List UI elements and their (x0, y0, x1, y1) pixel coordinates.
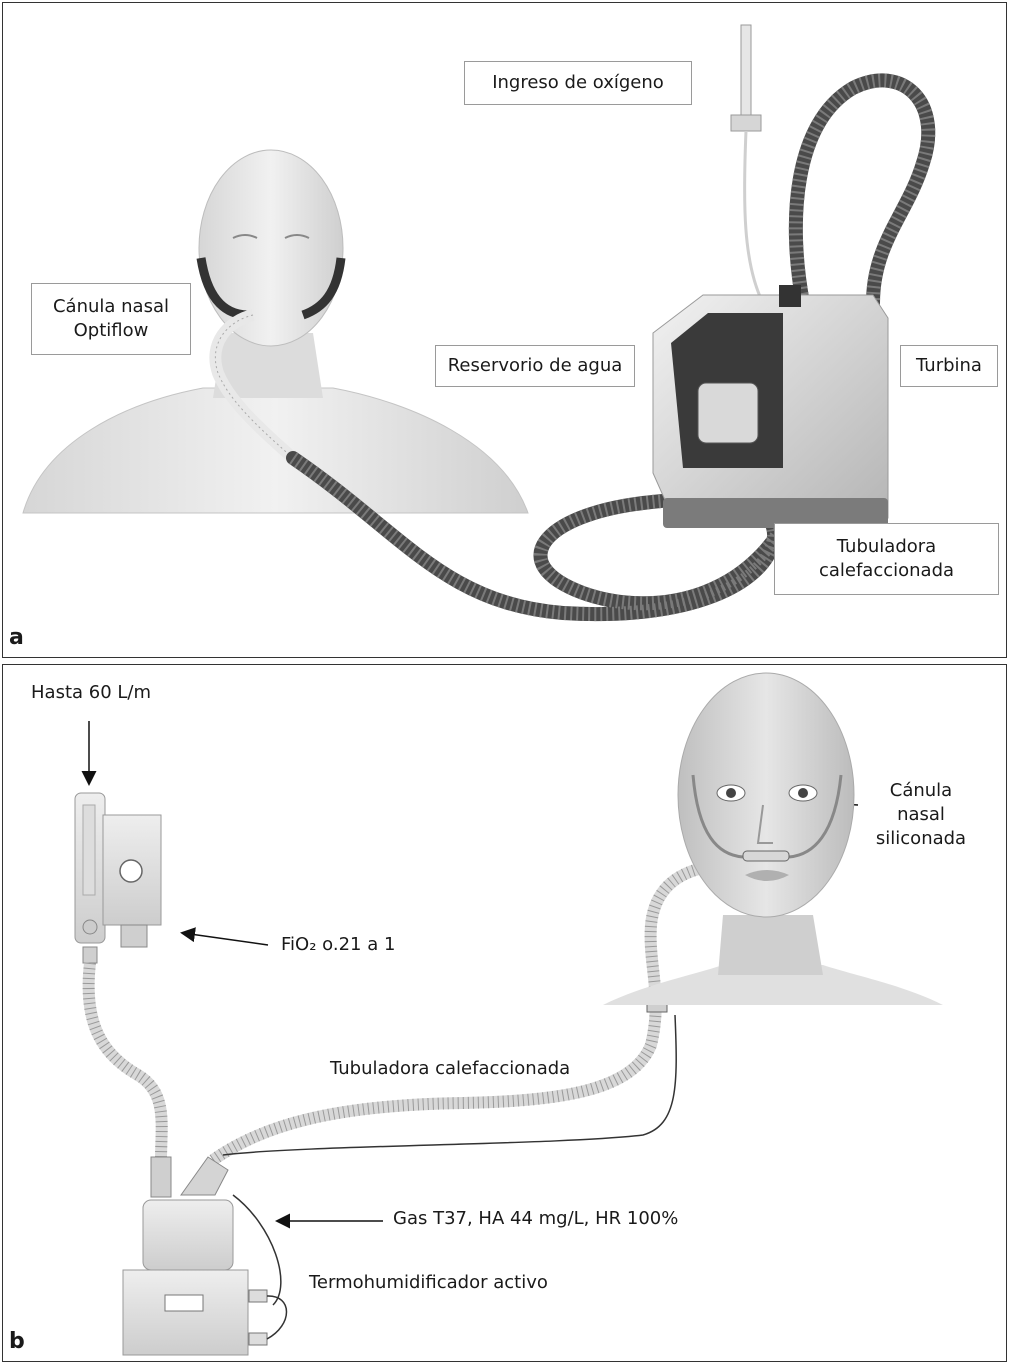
panel-letter-b: b (9, 1329, 25, 1354)
silicone-cannula-label: Cánula nasal siliconada (861, 779, 981, 851)
flow-label: Hasta 60 L/m (31, 681, 151, 705)
bust-head (199, 150, 343, 346)
oxygen-line (745, 131, 763, 303)
nasal-cannula-optiflow-label: Cánula nasal Optiflow (31, 283, 191, 355)
fio2-label: FiO₂ o.21 a 1 (281, 933, 395, 957)
bust-shoulders (23, 388, 528, 513)
humidifier-chamber (143, 1200, 233, 1270)
panel-b: Hasta 60 L/m FiO₂ o.21 a 1 Cánula nasal … (2, 664, 1007, 1362)
heated-tubing-label-b: Tubuladora calefaccionada (330, 1057, 570, 1081)
patient-nasal-prongs (743, 851, 789, 861)
active-humidifier-label: Termohumidificador activo (309, 1271, 548, 1295)
gas-conditions-label: Gas T37, HA 44 mg/L, HR 100% (393, 1207, 678, 1231)
turbine-label: Turbina (900, 345, 998, 387)
oxygen-inlet-label: Ingreso de oxígeno (464, 61, 692, 105)
water-reservoir-label: Reservorio de agua (435, 345, 635, 387)
heated-tubing-label: Tubuladora calefaccionada (774, 523, 999, 595)
patient-neck (718, 915, 823, 975)
humidifier-base (123, 1270, 248, 1355)
panel-a: Ingreso de oxígeno Cánula nasal Optiflow… (2, 2, 1007, 658)
panel-b-illustration (3, 665, 1008, 1363)
panel-letter-a: a (9, 625, 24, 650)
humidifier-display (165, 1295, 203, 1311)
fio2-arrow (183, 933, 268, 945)
oxygen-flowmeter (741, 25, 751, 115)
blender-tubing (89, 963, 162, 1160)
fio2-dial (120, 860, 142, 882)
